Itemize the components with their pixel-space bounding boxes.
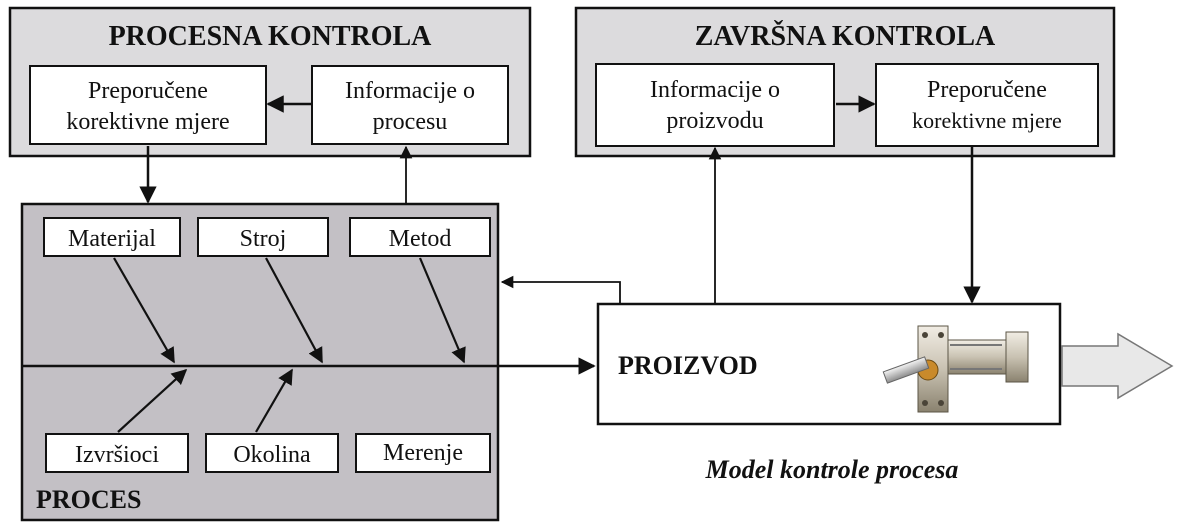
metod-arrow (418, 257, 466, 364)
final-recommended-line2: korektivne mjere (912, 108, 1062, 133)
factor-label: Stroj (240, 226, 287, 252)
process-recommended-line2: korektivne mjere (66, 109, 229, 135)
hydraulic-cylinder-image (882, 325, 1029, 413)
izvrsioci-arrow (117, 368, 188, 433)
process-info-line1: Informacije o (345, 78, 475, 104)
process-recommended-line1: Preporučene (88, 78, 208, 104)
factor-box-izvrsioci: Izvršioci (45, 433, 189, 473)
factor-box-metod: Metod (349, 217, 491, 257)
factor-label: Okolina (233, 442, 311, 468)
process-recommended-measures-box: Preporučene korektivne mjere (29, 65, 267, 145)
materijal-arrow (113, 257, 175, 364)
final-control-title: ZAVRŠNA KONTROLA (695, 21, 996, 52)
product-info-line1: Informacije o (650, 77, 780, 103)
process-information-box: Informacije o procesu (311, 65, 509, 145)
stroj-arrow (265, 257, 323, 364)
product-box: PROIZVOD (596, 302, 1062, 426)
product-feedback-arrow (500, 275, 621, 304)
process-control-panel: PROCESNA KONTROLA Preporučene korektivne… (8, 6, 532, 158)
process-panel: Materijal Stroj Metod Izvršioci Okolina … (20, 202, 596, 522)
factor-box-okolina: Okolina (205, 433, 339, 473)
output-arrow (1061, 332, 1174, 400)
factor-label: Izvršioci (75, 442, 159, 468)
diagram-caption: Model kontrole procesa (705, 455, 959, 484)
factor-label: Metod (389, 226, 452, 252)
process-control-title: PROCESNA KONTROLA (109, 21, 433, 52)
factor-label: Merenje (383, 440, 463, 466)
final-control-panel: ZAVRŠNA KONTROLA Informacije o proizvodu… (574, 6, 1116, 158)
process-info-line2: procesu (373, 109, 448, 135)
product-title: PROIZVOD (618, 351, 758, 380)
factor-label: Materijal (68, 226, 156, 252)
process-title: PROCES (36, 485, 141, 514)
final-recommended-measures-box: Preporučene korektivne mjere (875, 63, 1099, 147)
factor-box-stroj: Stroj (197, 217, 329, 257)
final-recommended-line1: Preporučene (927, 77, 1047, 103)
product-information-box: Informacije o proizvodu (595, 63, 835, 147)
product-info-line2: proizvodu (666, 108, 763, 134)
factor-box-merenje: Merenje (355, 433, 491, 473)
factor-box-materijal: Materijal (43, 217, 181, 257)
okolina-arrow (255, 368, 293, 433)
